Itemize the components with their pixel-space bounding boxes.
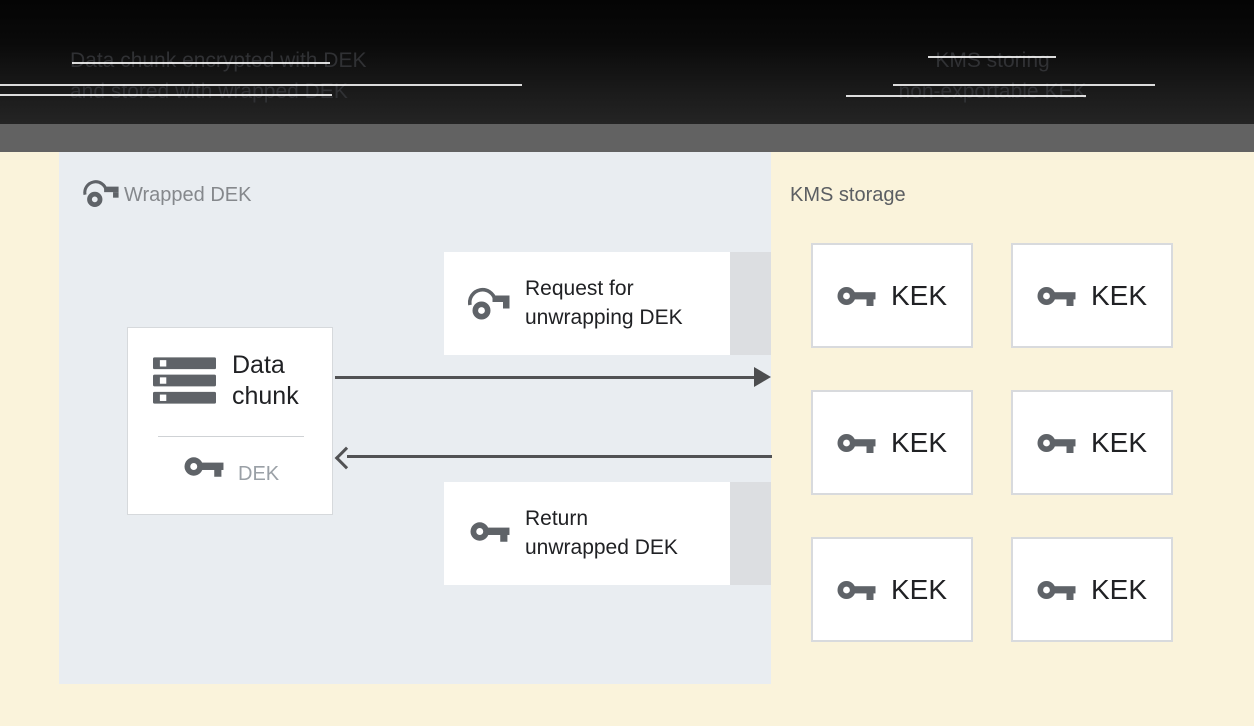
streak-artifact <box>928 56 1056 58</box>
kek-label: KEK <box>890 279 948 311</box>
key-solid-icon <box>1037 433 1076 453</box>
left-caption-line2: and stored with wrapped DEK <box>70 80 348 103</box>
kek-label: KEK <box>1090 426 1148 458</box>
data-chunk-box: Data chunk DEK <box>127 327 333 515</box>
kek-box: KEK <box>1011 537 1173 642</box>
request-arrow-line <box>335 376 756 379</box>
kek-box: KEK <box>1011 243 1173 348</box>
request-box-shadow <box>730 252 771 355</box>
kek-label: KEK <box>1090 573 1148 605</box>
kek-label: KEK <box>890 573 948 605</box>
key-outline-icon <box>468 287 510 320</box>
key-solid-icon <box>837 433 876 453</box>
key-solid-icon <box>837 580 876 600</box>
return-box-shadow <box>730 482 771 585</box>
wrapped-dek-label: Wrapped DEK <box>124 184 252 206</box>
key-outline-icon <box>83 180 119 208</box>
key-solid-icon <box>837 286 876 306</box>
return-box-line1: Return <box>525 507 589 530</box>
request-box-line2: unwrapping DEK <box>525 306 683 329</box>
data-chunk-icon <box>153 357 216 404</box>
kek-label: KEK <box>1090 279 1148 311</box>
kek-box: KEK <box>811 390 973 495</box>
request-arrow-head <box>754 367 771 387</box>
kek-box: KEK <box>811 537 973 642</box>
key-solid-icon <box>470 522 510 542</box>
kek-label: KEK <box>890 426 948 458</box>
data-chunk-title-line1: Data <box>232 351 285 379</box>
header-band: Data chunk encrypted with DEK and stored… <box>0 0 1254 124</box>
kek-box: KEK <box>1011 390 1173 495</box>
kek-box: KEK <box>811 243 973 348</box>
streak-artifact <box>0 94 332 96</box>
right-caption-line2: non-exportable KEK <box>898 80 1087 103</box>
request-box-line1: Request for <box>525 277 634 300</box>
kms-storage-label: KMS storage <box>790 184 906 206</box>
data-chunk-title: Data chunk <box>232 350 299 412</box>
dek-label: DEK <box>238 463 280 485</box>
streak-artifact <box>72 62 330 64</box>
return-box-text: Return unwrapped DEK <box>525 504 678 562</box>
divider-bar <box>0 124 1254 152</box>
return-unwrapped-dek-box: Return unwrapped DEK <box>444 482 730 585</box>
data-chunk-title-line2: chunk <box>232 382 299 410</box>
streak-artifact <box>0 84 522 86</box>
divider-line <box>158 436 304 437</box>
request-box-text: Request for unwrapping DEK <box>525 274 683 332</box>
return-arrow-line <box>347 455 772 458</box>
left-caption: Data chunk encrypted with DEK and stored… <box>70 45 366 107</box>
right-caption: KMS storing non-exportable KEK <box>771 45 1214 107</box>
key-solid-icon <box>1037 580 1076 600</box>
key-solid-icon <box>1037 286 1076 306</box>
right-caption-line1: KMS storing <box>935 49 1050 72</box>
return-box-line2: unwrapped DEK <box>525 536 678 559</box>
streak-artifact <box>846 95 1086 97</box>
left-caption-line1: Data chunk encrypted with DEK <box>70 49 367 72</box>
streak-artifact <box>893 84 1155 86</box>
key-solid-icon <box>184 457 224 477</box>
request-unwrap-dek-box: Request for unwrapping DEK <box>444 252 730 355</box>
